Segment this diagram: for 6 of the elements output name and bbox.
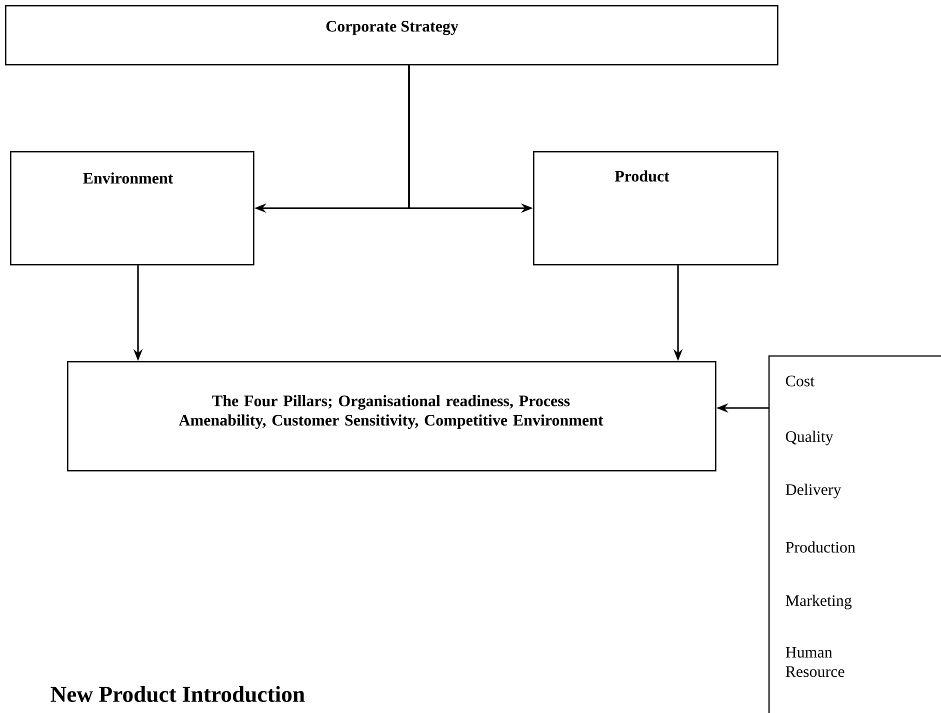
process-box: Product (533, 151, 778, 266)
process-box: Environment (10, 151, 254, 266)
process-box: The Four Pillars; Organisational readiness, Process Amenability, Customer Sensitivity, Competitive Environment (67, 361, 716, 472)
list-box: Cost Quality Delivery Production Marketing Human Resource (768, 355, 941, 713)
process-box: Corporate Strategy (5, 5, 778, 66)
title: New Product Introduction (50, 686, 305, 702)
